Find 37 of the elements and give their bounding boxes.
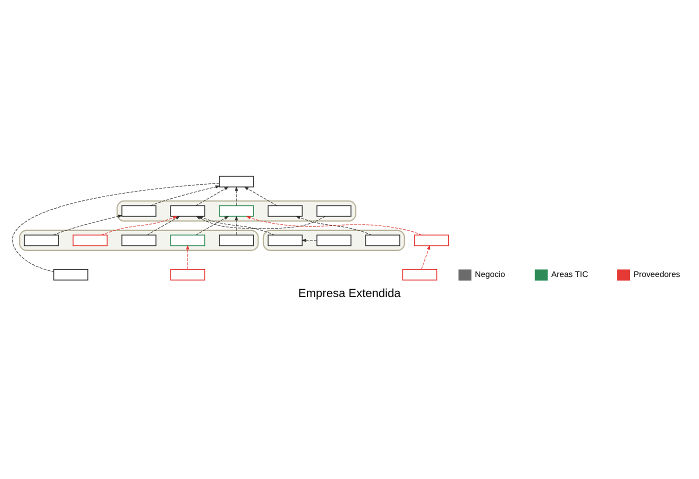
arrow (196, 216, 326, 229)
arrow (146, 216, 180, 236)
node-box (316, 205, 352, 217)
node-box (365, 234, 400, 246)
arrow (244, 186, 278, 206)
node-box (53, 269, 88, 280)
node-box (402, 269, 438, 280)
arrow (246, 216, 422, 236)
arrow (186, 244, 190, 270)
node-box (218, 176, 254, 188)
node-box (218, 234, 254, 246)
arrow (150, 185, 220, 206)
node-box (268, 205, 303, 217)
node-box (121, 205, 156, 217)
arrow (301, 238, 318, 242)
node-box (170, 269, 206, 280)
arrow (421, 244, 430, 270)
caption: Empresa Extendida (298, 286, 401, 300)
node-box (218, 205, 254, 217)
arrow (234, 216, 238, 236)
arrow (198, 216, 275, 236)
arrow (196, 186, 230, 206)
node-box (72, 234, 108, 246)
node-box (268, 234, 303, 246)
node-box (24, 234, 59, 246)
arrow (234, 186, 238, 206)
arrow (101, 216, 178, 236)
node-box (170, 205, 206, 217)
arrow (296, 216, 372, 236)
node-box (170, 234, 206, 246)
node-box (316, 234, 352, 246)
arrow (52, 214, 123, 236)
node-box (414, 234, 449, 246)
node-box (121, 234, 156, 246)
cluster (262, 230, 406, 251)
connector (12, 182, 220, 272)
arrow (196, 216, 230, 236)
